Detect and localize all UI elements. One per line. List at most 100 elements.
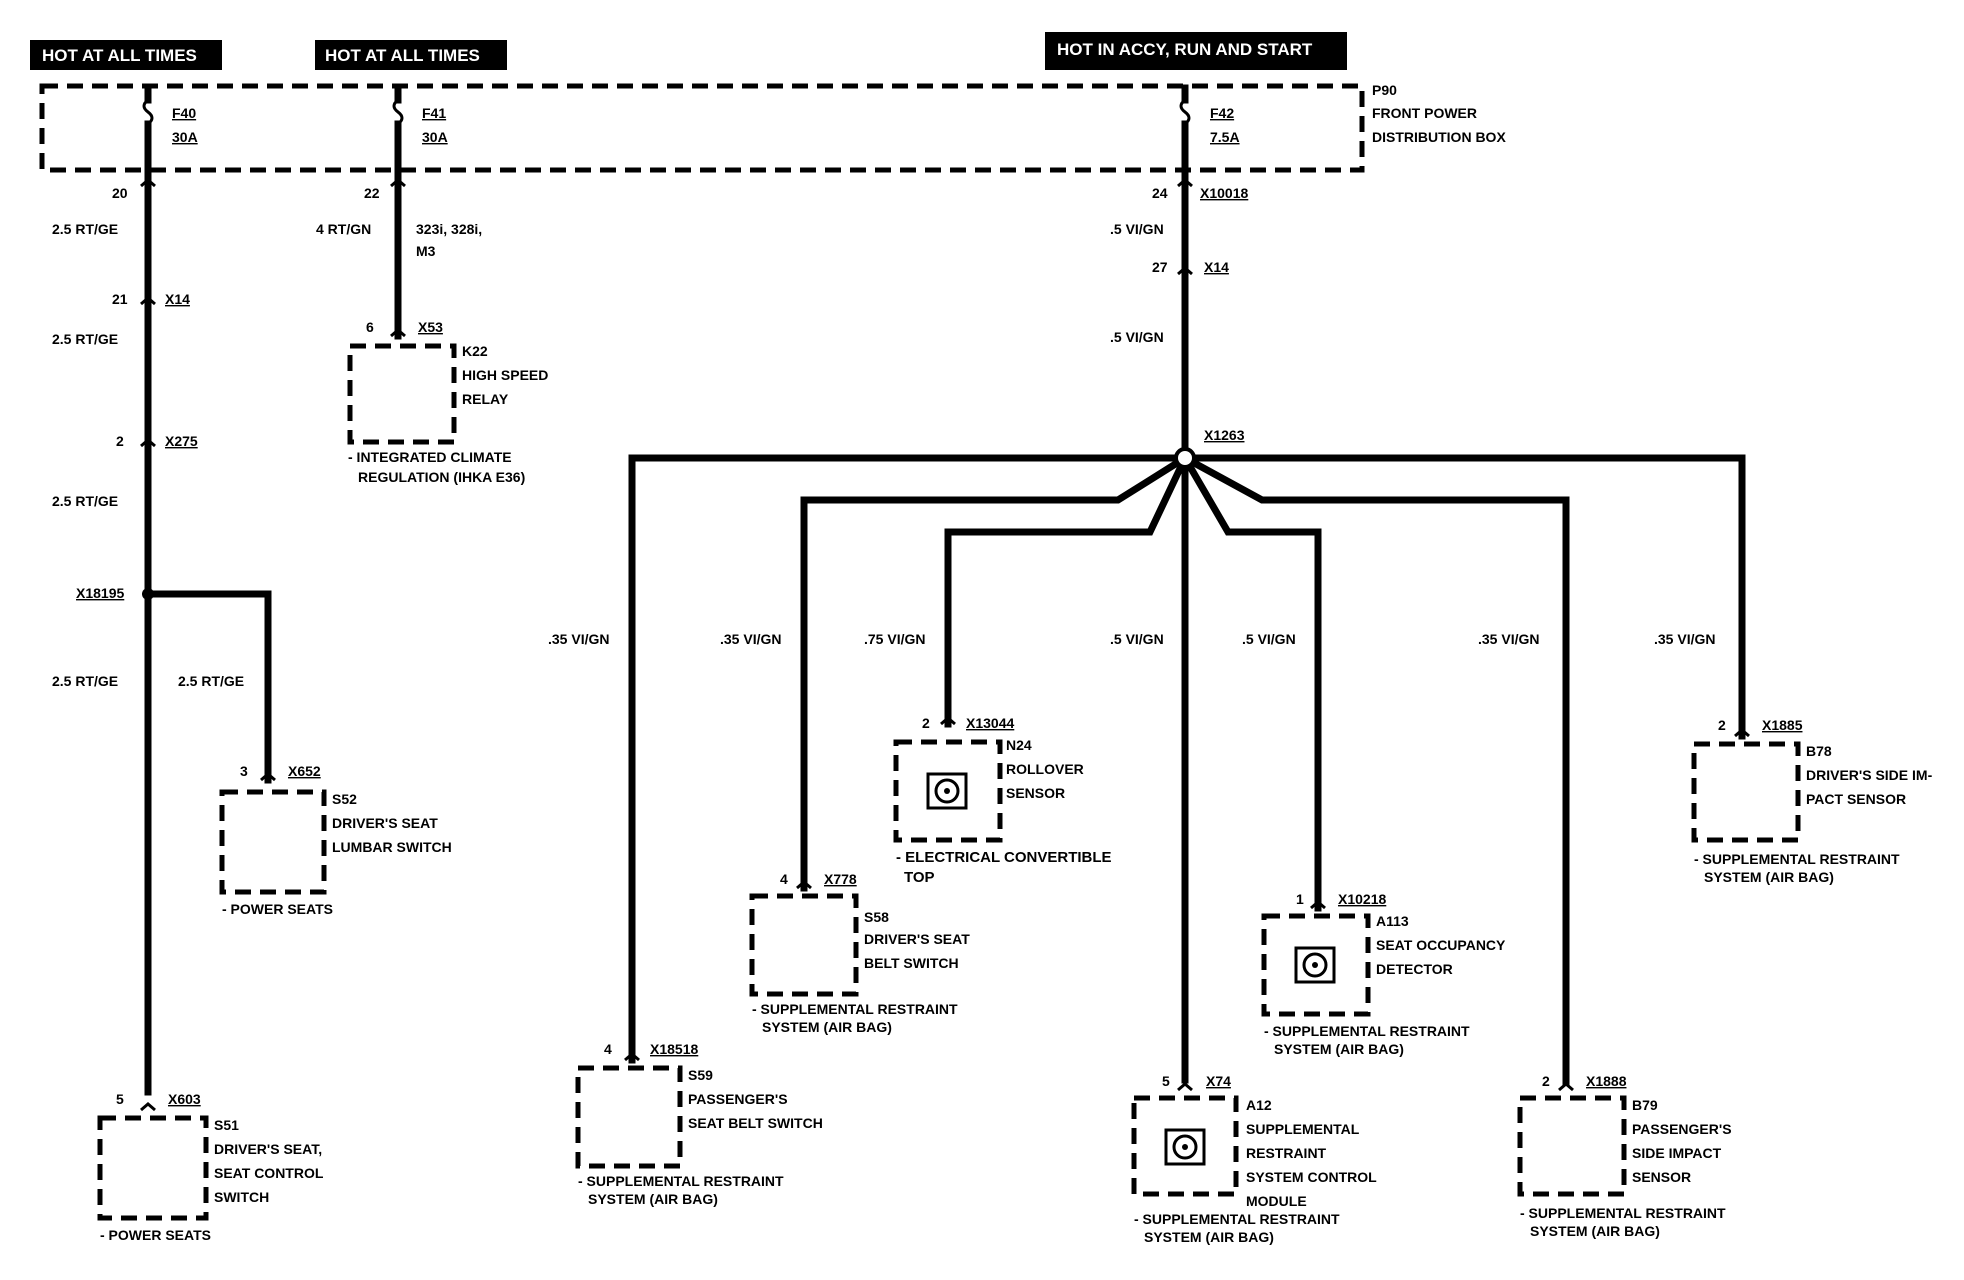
a12-id: A12 bbox=[1246, 1097, 1272, 1113]
header-label-1: HOT AT ALL TIMES bbox=[42, 46, 197, 65]
conn-x1263: X1263 bbox=[1204, 427, 1245, 443]
pin-2-x1888: 2 bbox=[1542, 1073, 1550, 1089]
n24-line1: ROLLOVER bbox=[1006, 761, 1084, 777]
pin-24: 24 bbox=[1152, 185, 1168, 201]
component-a12 bbox=[1131, 1095, 1239, 1197]
conn-x275: X275 bbox=[165, 433, 198, 449]
s51-id: S51 bbox=[214, 1117, 239, 1133]
component-b78 bbox=[1691, 741, 1801, 843]
pin-1-x10218: 1 bbox=[1296, 891, 1304, 907]
b79-system2: SYSTEM (AIR BAG) bbox=[1530, 1223, 1660, 1239]
wire-label-f41: 4 RT/GN bbox=[316, 221, 371, 237]
s52-id: S52 bbox=[332, 791, 357, 807]
component-s52 bbox=[219, 789, 327, 895]
wire-label-r2: .5 VI/GN bbox=[1110, 329, 1164, 345]
s52-line2: LUMBAR SWITCH bbox=[332, 839, 452, 855]
fuse-f42-name: F42 bbox=[1210, 105, 1234, 121]
a113-line1: SEAT OCCUPANCY bbox=[1376, 937, 1506, 953]
conn-x652: X652 bbox=[288, 763, 321, 779]
pin-5-x603: 5 bbox=[116, 1091, 124, 1107]
header-box-3 bbox=[1045, 32, 1347, 70]
b79-line2: SIDE IMPACT bbox=[1632, 1145, 1722, 1161]
fuse-f41: F41 30A bbox=[392, 84, 448, 184]
pin-2-x1885: 2 bbox=[1718, 717, 1726, 733]
a12-module-icon bbox=[1164, 1128, 1206, 1166]
fuse-f41-rating: 30A bbox=[422, 129, 448, 145]
wire-label-l5: 2.5 RT/GE bbox=[178, 673, 244, 689]
power-box-line1: FRONT POWER bbox=[1372, 105, 1477, 121]
wire-label-b2: .35 VI/GN bbox=[720, 631, 781, 647]
power-box-line2: DISTRIBUTION BOX bbox=[1372, 129, 1506, 145]
wire-label-l3: 2.5 RT/GE bbox=[52, 493, 118, 509]
conn-x14-left: X14 bbox=[165, 291, 190, 307]
a113-line2: DETECTOR bbox=[1376, 961, 1453, 977]
s51-system: - POWER SEATS bbox=[100, 1227, 211, 1243]
header-label-3: HOT IN ACCY, RUN AND START bbox=[1057, 40, 1313, 59]
s59-system1: - SUPPLEMENTAL RESTRAINT bbox=[578, 1173, 784, 1189]
conn-x53: X53 bbox=[418, 319, 443, 335]
b78-system1: - SUPPLEMENTAL RESTRAINT bbox=[1694, 851, 1900, 867]
b79-line1: PASSENGER'S bbox=[1632, 1121, 1732, 1137]
header-box-2 bbox=[315, 40, 507, 70]
note-line2: M3 bbox=[416, 243, 436, 259]
b79-id: B79 bbox=[1632, 1097, 1658, 1113]
conn-x778: X778 bbox=[824, 871, 857, 887]
note-line1: 323i, 328i, bbox=[416, 221, 482, 237]
pin-3-x652: 3 bbox=[240, 763, 248, 779]
pin-22: 22 bbox=[364, 185, 380, 201]
a12-line4: MODULE bbox=[1246, 1193, 1307, 1209]
b78-system2: SYSTEM (AIR BAG) bbox=[1704, 869, 1834, 885]
component-a113 bbox=[1261, 913, 1371, 1017]
pin-2-x13044: 2 bbox=[922, 715, 930, 731]
a12-system2: SYSTEM (AIR BAG) bbox=[1144, 1229, 1274, 1245]
wire-label-b1: .35 VI/GN bbox=[548, 631, 609, 647]
k22-id: K22 bbox=[462, 343, 488, 359]
a12-line1: SUPPLEMENTAL bbox=[1246, 1121, 1360, 1137]
conn-x18195: X18195 bbox=[76, 585, 124, 601]
n24-module-icon bbox=[926, 772, 968, 810]
fuse-f40-name: F40 bbox=[172, 105, 196, 121]
component-s51 bbox=[97, 1115, 209, 1221]
a113-system1: - SUPPLEMENTAL RESTRAINT bbox=[1264, 1023, 1470, 1039]
pin-20: 20 bbox=[112, 185, 128, 201]
splice-x1263 bbox=[1174, 447, 1196, 469]
s52-system: - POWER SEATS bbox=[222, 901, 333, 917]
a113-module-icon bbox=[1294, 946, 1336, 984]
n24-id: N24 bbox=[1006, 737, 1032, 753]
component-n24 bbox=[893, 739, 1003, 843]
s59-line2: SEAT BELT SWITCH bbox=[688, 1115, 823, 1131]
fuse-f41-name: F41 bbox=[422, 105, 446, 121]
a12-system1: - SUPPLEMENTAL RESTRAINT bbox=[1134, 1211, 1340, 1227]
a12-line2: RESTRAINT bbox=[1246, 1145, 1327, 1161]
s58-line2: BELT SWITCH bbox=[864, 955, 959, 971]
n24-line2: SENSOR bbox=[1006, 785, 1065, 801]
wire-label-b3: .75 VI/GN bbox=[864, 631, 925, 647]
s58-system1: - SUPPLEMENTAL RESTRAINT bbox=[752, 1001, 958, 1017]
s51-line2: SEAT CONTROL bbox=[214, 1165, 324, 1181]
k22-line2: RELAY bbox=[462, 391, 509, 407]
s58-system2: SYSTEM (AIR BAG) bbox=[762, 1019, 892, 1035]
b78-line2: PACT SENSOR bbox=[1806, 791, 1906, 807]
s59-id: S59 bbox=[688, 1067, 713, 1083]
wire-label-b5: .5 VI/GN bbox=[1242, 631, 1296, 647]
power-box-id: P90 bbox=[1372, 82, 1397, 98]
fuse-f42: F42 7.5A bbox=[1179, 84, 1240, 184]
component-k22 bbox=[347, 343, 457, 445]
conn-x603: X603 bbox=[168, 1091, 201, 1107]
conn-x13044: X13044 bbox=[966, 715, 1014, 731]
n24-system2: TOP bbox=[904, 869, 935, 886]
branch-wires bbox=[628, 453, 1746, 1086]
s51-line1: DRIVER'S SEAT, bbox=[214, 1141, 322, 1157]
s51-line3: SWITCH bbox=[214, 1189, 269, 1205]
conn-x74: X74 bbox=[1206, 1073, 1231, 1089]
a113-system2: SYSTEM (AIR BAG) bbox=[1274, 1041, 1404, 1057]
n24-system1: - ELECTRICAL CONVERTIBLE bbox=[896, 849, 1112, 866]
s58-id: S58 bbox=[864, 909, 889, 925]
component-s58 bbox=[749, 893, 859, 997]
wire-label-l2: 2.5 RT/GE bbox=[52, 331, 118, 347]
s58-line1: DRIVER'S SEAT bbox=[864, 931, 970, 947]
wire-label-b6: .35 VI/GN bbox=[1478, 631, 1539, 647]
conn-x14-right: X14 bbox=[1204, 259, 1229, 275]
conn-x10218: X10218 bbox=[1338, 891, 1386, 907]
